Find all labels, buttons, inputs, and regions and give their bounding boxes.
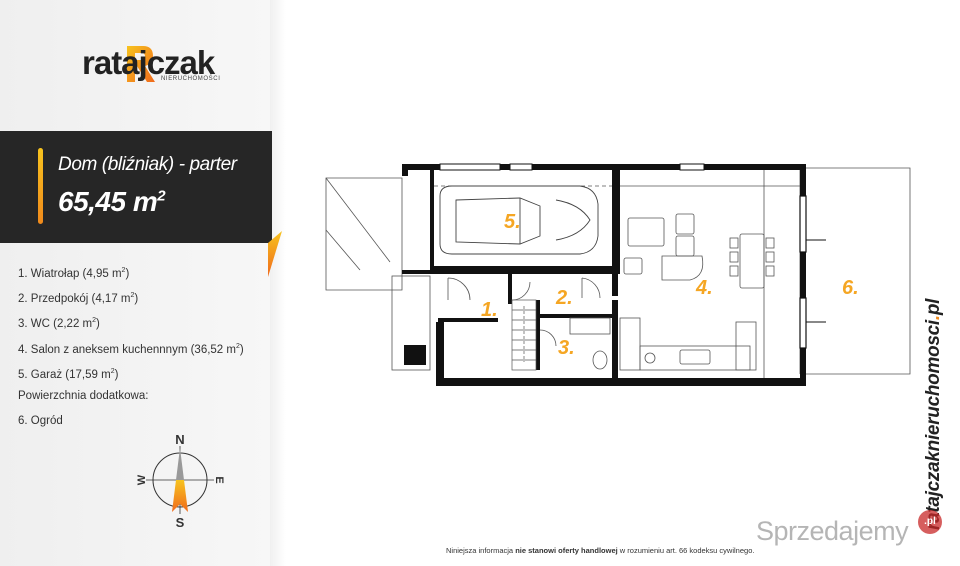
list-item: 1. Wiatrołap (4,95 m2)	[18, 267, 130, 280]
site-url: ratajczaknieruchomosci.pl	[923, 298, 944, 530]
room-label-4: 4.	[695, 277, 713, 299]
list-item: 2. Przedpokój (4,17 m2)	[18, 292, 139, 306]
panel-shadow	[270, 0, 286, 566]
list-item: Powierzchnia dodatkowa:	[18, 389, 149, 402]
room-list: 1. Wiatrołap (4,95 m2) 2. Przedpokój (4,…	[18, 263, 268, 439]
compass-icon: N S W E	[136, 432, 225, 530]
watermark-badge: .pl	[918, 510, 942, 534]
total-area-unit-sup: 2	[157, 187, 166, 205]
room-label-6: 6.	[842, 277, 859, 299]
header-accent-bar	[38, 148, 43, 224]
total-area: 65,45 m2	[58, 186, 166, 218]
brand-subtitle: NIERUCHOMOŚCI	[161, 76, 221, 82]
compass-north: N	[175, 432, 184, 447]
compass-west: W	[136, 474, 148, 485]
floorplan-diagram: 5. 1. 2. 3. 4. 6.	[325, 163, 911, 386]
driveway-area	[325, 177, 403, 291]
car-icon	[439, 185, 599, 255]
brand-name: ratajczak	[82, 44, 215, 81]
total-area-value: 65,45 m	[58, 186, 158, 217]
room-label-1: 1.	[481, 299, 498, 321]
list-item: 3. WC (2,22 m2)	[18, 317, 100, 331]
compass-south: S	[176, 515, 185, 530]
header-band	[0, 131, 272, 243]
header-corner-triangle	[268, 231, 282, 277]
compass-east: E	[213, 476, 225, 483]
page-title: Dom (bliźniak) - parter	[58, 154, 237, 175]
list-item: 6. Ogród	[18, 415, 63, 428]
list-item: 4. Salon z aneksem kuchennnym (36,52 m2)	[18, 342, 244, 356]
room-label-2: 2.	[555, 287, 573, 309]
brand-logo-icon	[127, 46, 155, 82]
left-panel	[0, 0, 270, 566]
disclaimer: Niniejsza informacja nie stanowi oferty …	[446, 546, 755, 555]
room-label-5: 5.	[504, 211, 521, 233]
watermark-text: Sprzedajemy	[756, 516, 909, 546]
list-item: 5. Garaż (17,59 m2)	[18, 367, 119, 381]
room-label-3: 3.	[558, 337, 575, 359]
